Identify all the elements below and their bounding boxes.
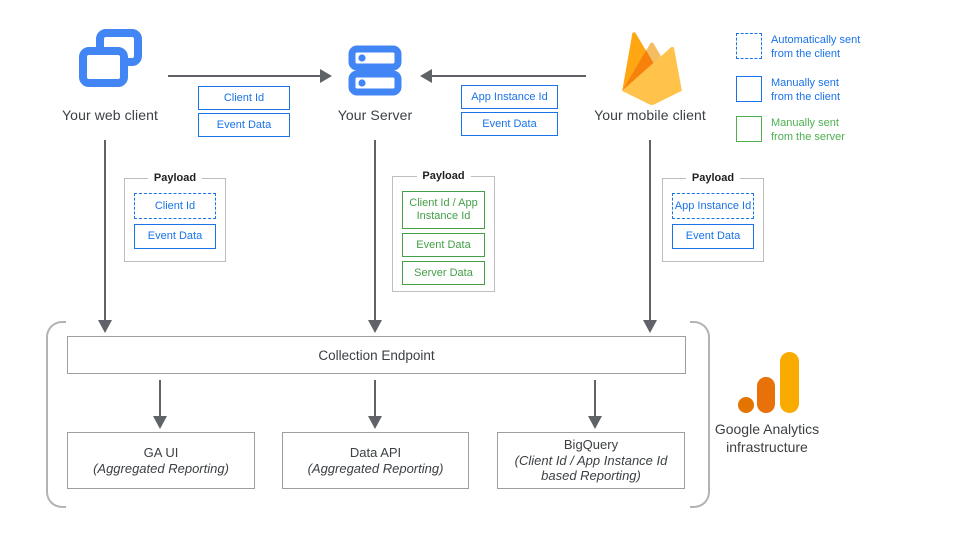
arrow-mobile-to-server-line <box>432 75 586 77</box>
arrow-mobile-down-line <box>649 140 651 320</box>
legend-manual-server-line1: Manually sent <box>771 117 839 129</box>
payload-web-item-client-id: Client Id <box>134 193 216 219</box>
payload-server-item-event-data: Event Data <box>402 233 485 257</box>
bigquery-title: BigQuery <box>563 437 619 453</box>
collection-endpoint-label: Collection Endpoint <box>318 347 435 363</box>
flow-label-app-instance-id: App Instance Id <box>461 85 558 109</box>
arrow-bigquery-line <box>594 380 596 416</box>
payload-web-item-event-data: Event Data <box>134 224 216 249</box>
server-icon <box>348 45 402 96</box>
arrow-server-down-line <box>374 140 376 320</box>
payload-server-title: Payload <box>416 170 471 182</box>
arrow-data-api-head <box>368 416 382 429</box>
legend-label-manual-server: Manually sent from the server <box>771 117 845 144</box>
flow-label-event-data-mobile: Event Data <box>461 112 558 136</box>
legend-auto-line1: Automatically sent <box>771 34 861 46</box>
ga-ui-subtitle: (Aggregated Reporting) <box>93 460 229 476</box>
legend-manual-server-line2: from the server <box>771 130 845 143</box>
flow-label-event-data-web: Event Data <box>198 113 290 137</box>
google-analytics-logo-icon <box>738 352 799 413</box>
data-api-subtitle: (Aggregated Reporting) <box>307 460 444 476</box>
payload-server: Payload Client Id / App Instance Id Even… <box>392 170 495 292</box>
arrow-data-api-line <box>374 380 376 416</box>
arrow-web-down-head <box>98 320 112 333</box>
output-box-data-api: Data API (Aggregated Reporting) <box>282 432 469 489</box>
legend-auto-line2: from the client <box>771 47 841 60</box>
infrastructure-bracket-left <box>46 321 66 508</box>
legend-manual-client-line2: from the client <box>771 90 841 103</box>
arrow-server-down-head <box>368 320 382 333</box>
payload-server-item-server-data: Server Data <box>402 261 485 285</box>
arrow-mobile-to-server-head <box>420 69 432 83</box>
payload-server-item-ids: Client Id / App Instance Id <box>402 191 485 229</box>
legend-label-auto-client: Automatically sent from the client <box>771 34 860 61</box>
arrow-web-to-server-line <box>168 75 320 77</box>
collection-endpoint-box: Collection Endpoint <box>67 336 686 374</box>
infrastructure-label: Google Analytics infrastructure <box>687 420 847 456</box>
payload-web-title: Payload <box>147 172 203 184</box>
payload-mobile-item-app-instance-id: App Instance Id <box>672 193 754 219</box>
arrow-bigquery-head <box>588 416 602 429</box>
bigquery-subtitle: (Client Id / App Instance Id based Repor… <box>514 452 668 484</box>
flow-label-client-id: Client Id <box>198 86 290 110</box>
data-api-title: Data API <box>349 445 402 460</box>
web-client-icon <box>79 29 142 87</box>
payload-mobile-title: Payload <box>685 172 741 184</box>
infrastructure-bracket-right <box>690 321 710 508</box>
arrow-ga-ui-head <box>153 416 167 429</box>
legend-manual-client-line1: Manually sent <box>771 77 839 89</box>
firebase-icon <box>622 32 682 105</box>
output-box-bigquery: BigQuery (Client Id / App Instance Id ba… <box>497 432 685 489</box>
infrastructure-label-line2: infrastructure <box>726 439 808 455</box>
legend-swatch-manual-server <box>736 116 762 142</box>
server-label: Your Server <box>337 107 413 123</box>
payload-web: Payload Client Id Event Data <box>124 172 226 262</box>
legend-swatch-manual-client <box>736 76 762 102</box>
infrastructure-label-line1: Google Analytics <box>714 421 820 437</box>
payload-mobile-item-event-data: Event Data <box>672 224 754 249</box>
arrow-mobile-down-head <box>643 320 657 333</box>
mobile-client-label: Your mobile client <box>594 107 706 123</box>
legend-label-manual-client: Manually sent from the client <box>771 77 840 104</box>
ga-ui-title: GA UI <box>143 445 179 460</box>
payload-mobile: Payload App Instance Id Event Data <box>662 172 764 262</box>
arrow-web-to-server-head <box>320 69 332 83</box>
output-box-ga-ui: GA UI (Aggregated Reporting) <box>67 432 255 489</box>
arrow-ga-ui-line <box>159 380 161 416</box>
web-client-label: Your web client <box>62 107 158 123</box>
legend-swatch-auto-client <box>736 33 762 59</box>
arrow-web-down-line <box>104 140 106 320</box>
